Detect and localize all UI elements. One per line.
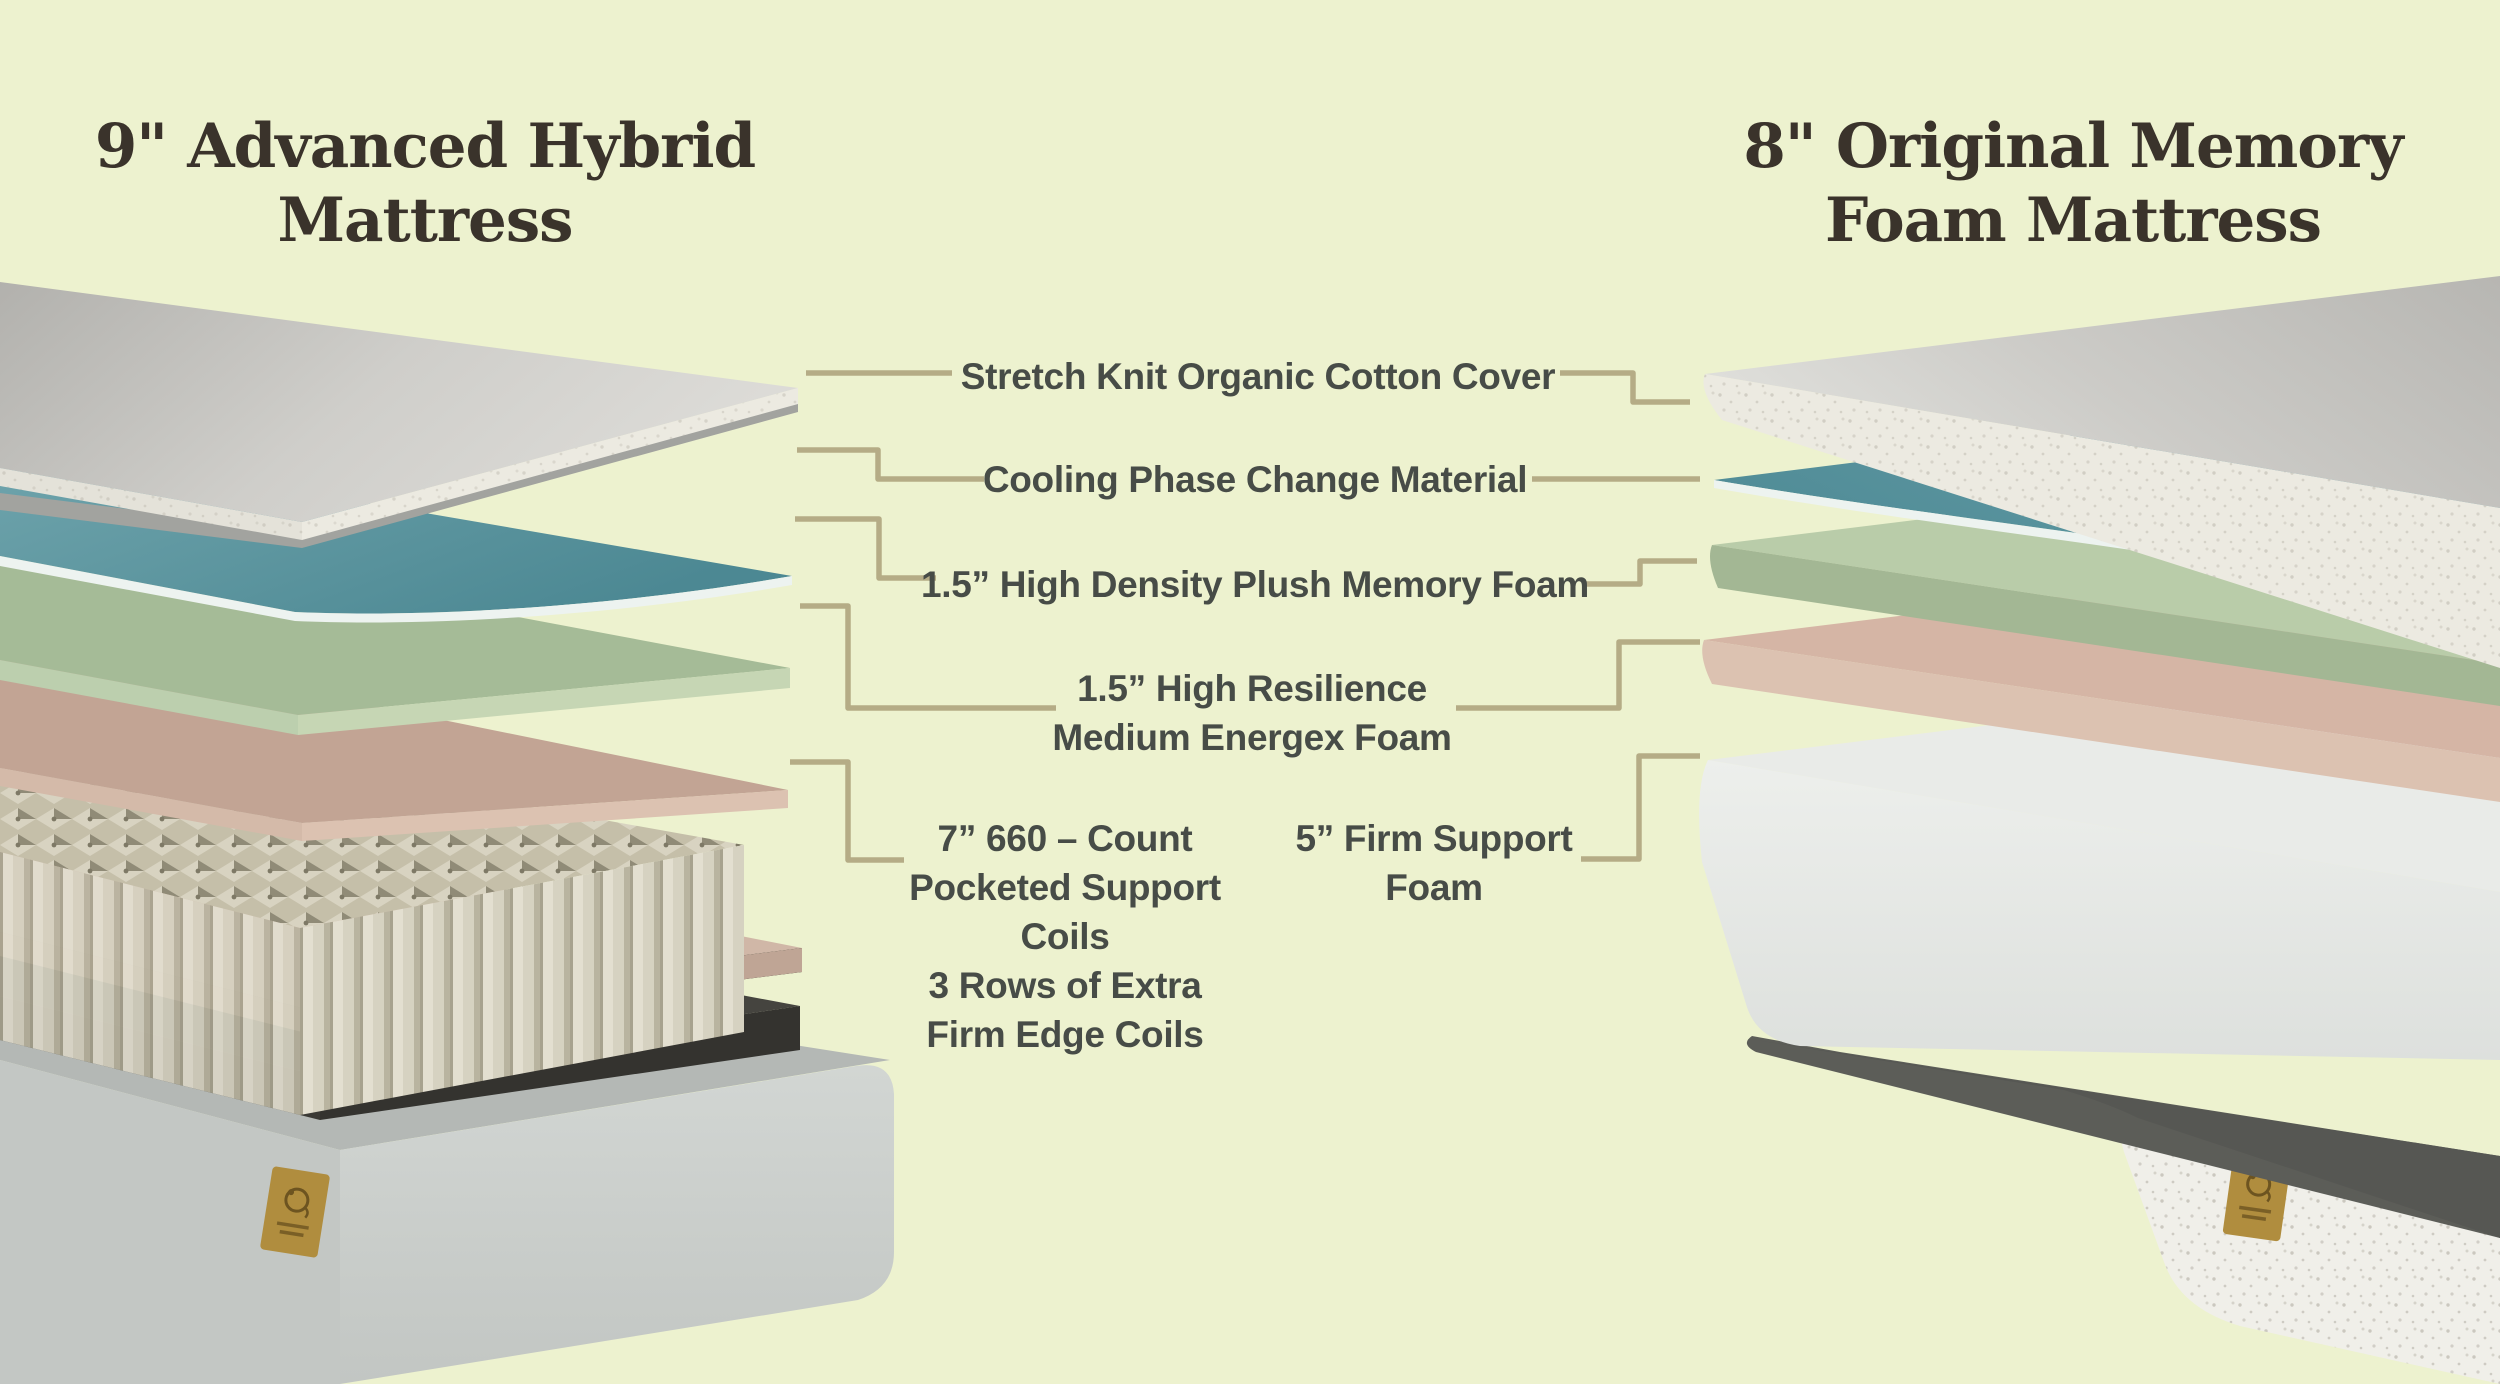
right-charcoal-layer xyxy=(1746,1036,2500,1238)
left-product-title-line1: 9" Advanced Hybrid xyxy=(94,111,756,182)
connector-energex-left xyxy=(800,603,1056,711)
callout-coils-line5: Firm Edge Coils xyxy=(926,1014,1204,1055)
callout-cooling-text: Cooling Phase Change Material xyxy=(982,459,1528,500)
callout-cover-label: Stretch Knit Organic Cotton Cover xyxy=(960,352,1556,401)
right-product-title-line1: 8" Original Memory xyxy=(1743,111,2403,182)
callout-energex-label: 1.5” High Resilience Medium Energex Foam xyxy=(1052,664,1452,762)
callout-energex-line2: Medium Energex Foam xyxy=(1052,717,1452,758)
left-product-title-line2: Mattress xyxy=(277,185,573,256)
connector-support-foam-right xyxy=(1581,753,1700,862)
right-cover-layer xyxy=(1703,276,2500,668)
connector-coils-left xyxy=(790,759,904,863)
callout-connectors xyxy=(790,370,1700,863)
callout-support-foam-label: 5” Firm Support Foam xyxy=(1295,814,1572,912)
connector-memory-foam-right xyxy=(1582,558,1697,587)
left-mattress-illustration xyxy=(0,282,894,1384)
callout-coils-label: 7” 660 – Count Pocketed Support Coils 3 … xyxy=(909,814,1221,1059)
callout-coils-line1: 7” 660 – Count xyxy=(937,818,1193,859)
right-mattress-illustration xyxy=(1699,276,2500,1384)
right-product-title: 8" Original Memory Foam Mattress xyxy=(1743,110,2403,258)
callout-memory-foam-text: 1.5” High Density Plush Memory Foam xyxy=(921,564,1589,605)
left-product-title: 9" Advanced Hybrid Mattress xyxy=(94,110,756,258)
callout-coils-line2: Pocketed Support xyxy=(909,867,1221,908)
connector-cooling-left xyxy=(797,447,984,482)
callout-coils-line4: 3 Rows of Extra xyxy=(928,965,1202,1006)
callout-cooling-label: Cooling Phase Change Material xyxy=(982,455,1528,504)
callout-memory-foam-label: 1.5” High Density Plush Memory Foam xyxy=(921,560,1589,609)
callout-cover-text: Stretch Knit Organic Cotton Cover xyxy=(960,356,1556,397)
callout-support-foam-line1: 5” Firm Support xyxy=(1295,818,1573,859)
callout-energex-line1: 1.5” High Resilience xyxy=(1077,668,1427,709)
right-product-title-line2: Foam Mattress xyxy=(1824,185,2322,256)
left-cover-layer xyxy=(0,282,798,548)
connector-energex-right xyxy=(1456,639,1700,711)
connector-memory-foam-left xyxy=(795,516,936,581)
callout-coils-line3: Coils xyxy=(1020,916,1110,957)
left-brand-tag xyxy=(260,1166,330,1258)
connector-cover-right xyxy=(1560,370,1690,405)
callout-support-foam-line2: Foam xyxy=(1385,867,1483,908)
